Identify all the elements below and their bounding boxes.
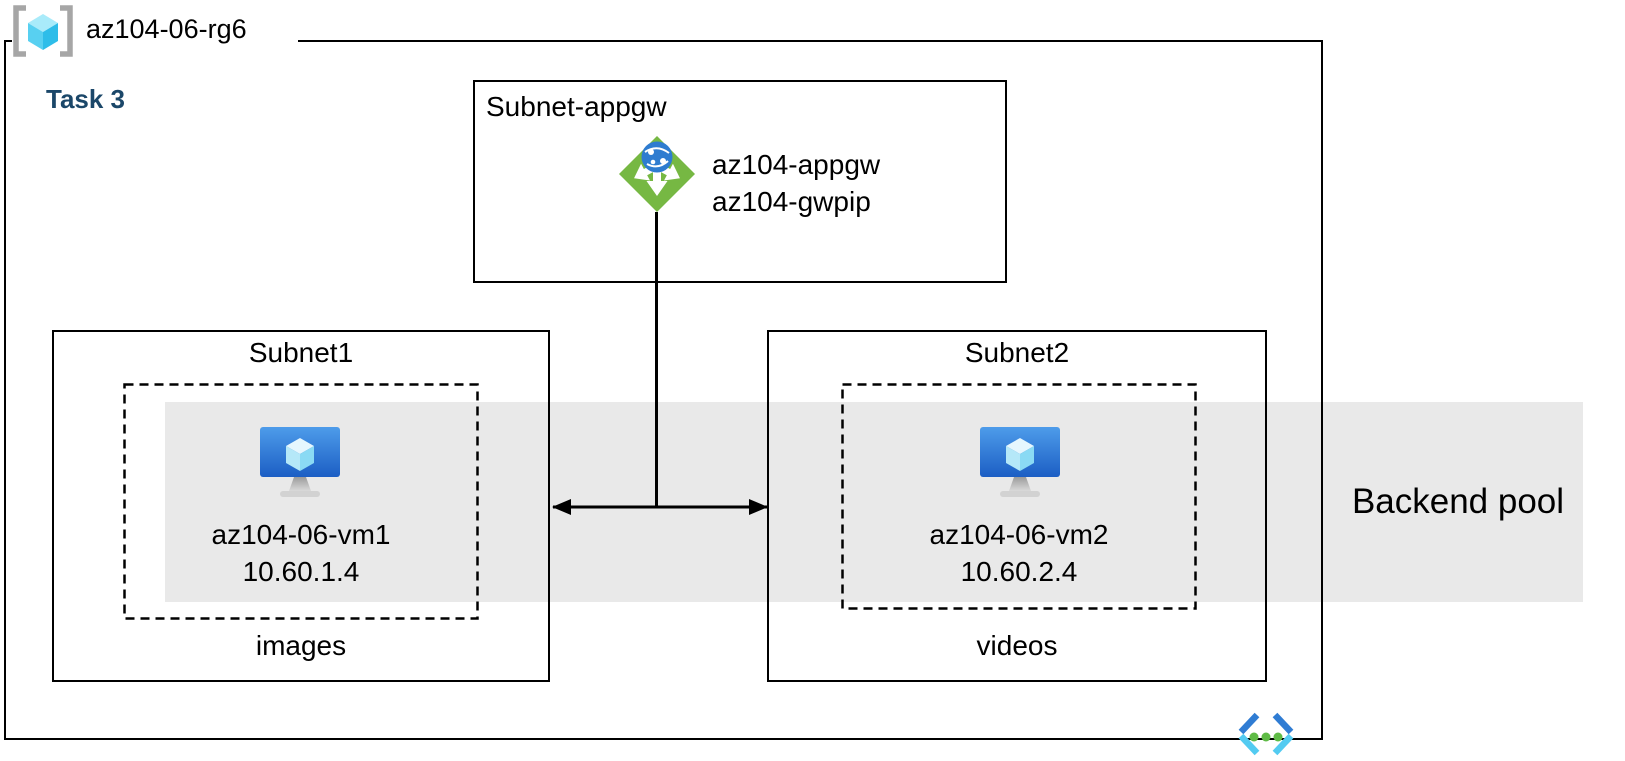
backend-pool-label: Backend pool <box>1351 482 1565 521</box>
subnet2-title: Subnet2 <box>964 337 1070 368</box>
virtual-machine-icon <box>260 427 340 497</box>
appgw-subnet-title: Subnet-appgw <box>486 91 667 122</box>
resource-group-name: az104-06-rg6 <box>86 14 247 44</box>
gateway-connector-line <box>655 212 658 507</box>
vm1-ip: 10.60.1.4 <box>242 556 360 587</box>
resource-group-box <box>4 40 1323 740</box>
appgw-labels: az104-appgw az104-gwpip <box>712 146 880 220</box>
virtual-machine-icon <box>980 427 1060 497</box>
application-gateway-icon <box>619 136 695 212</box>
subnet1-container-label: images <box>255 630 347 661</box>
subnet1-dashed-box <box>123 383 479 620</box>
vm2-ip: 10.60.2.4 <box>960 556 1078 587</box>
resource-group-icon <box>13 5 73 57</box>
double-arrow <box>552 499 768 515</box>
backend-pool-band <box>165 402 1583 602</box>
subnet2-dashed-box <box>841 383 1197 610</box>
subnet1-box <box>52 330 550 682</box>
subnet2-container-label: videos <box>976 630 1058 661</box>
appgw-name: az104-appgw <box>712 149 881 180</box>
virtual-network-icon <box>1238 712 1294 756</box>
vm1-labels: az104-06-vm1 10.60.1.4 <box>125 516 477 590</box>
subnet1-title: Subnet1 <box>248 337 354 368</box>
appgw-subnet-box <box>473 80 1007 283</box>
subnet2-box <box>767 330 1267 682</box>
appgw-public-ip: az104-gwpip <box>712 186 871 217</box>
border-gap <box>12 36 298 45</box>
vm2-name: az104-06-vm2 <box>929 519 1109 550</box>
vm2-labels: az104-06-vm2 10.60.2.4 <box>843 516 1195 590</box>
task-label: Task 3 <box>46 84 126 114</box>
vm1-name: az104-06-vm1 <box>211 519 391 550</box>
